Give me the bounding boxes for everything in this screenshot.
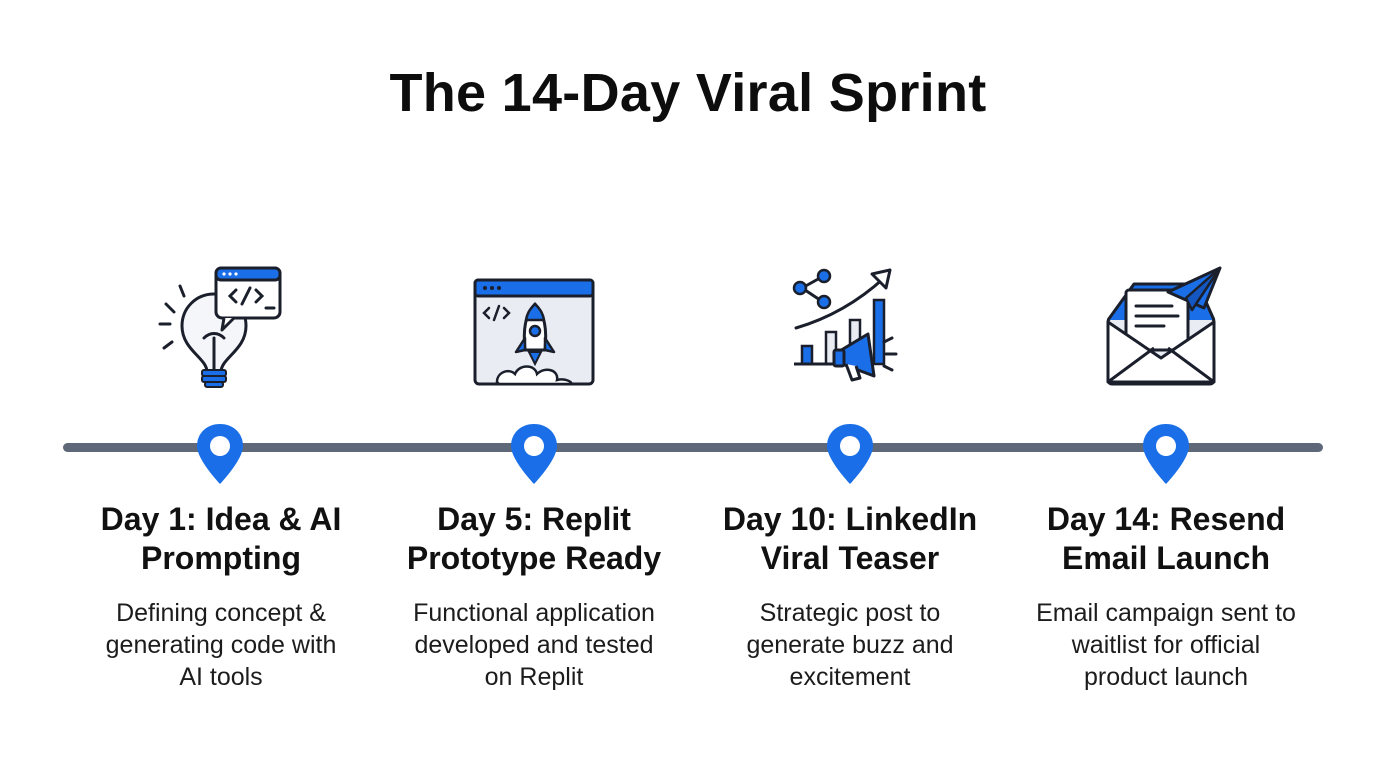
step-description-line: product launch <box>1083 663 1248 691</box>
step-title: Day 1: Idea & AI Prompting <box>71 500 371 578</box>
step-description-line: waitlist for official <box>1071 631 1261 659</box>
step-description: Functional application developed and tes… <box>384 597 684 693</box>
step-title-line: Prototype Ready <box>406 540 662 576</box>
lightbulb-code-icon <box>152 262 292 402</box>
step-description: Strategic post to generate buzz and exci… <box>700 597 1000 693</box>
step-title-line: Day 1: Idea & AI <box>100 501 342 537</box>
step-description-line: developed and tested <box>414 631 654 659</box>
step-title-line: Day 10: LinkedIn <box>722 501 978 537</box>
step-title-line: Day 5: Replit <box>437 501 631 537</box>
step-description: Email campaign sent to waitlist for offi… <box>1016 597 1316 693</box>
step-title-line: Viral Teaser <box>760 540 940 576</box>
step-description-line: Email campaign sent to <box>1036 599 1296 627</box>
timeline-pin-marker <box>508 422 560 486</box>
step-title: Day 10: LinkedIn Viral Teaser <box>700 500 1000 578</box>
step-title-line: Day 14: Resend <box>1046 501 1286 537</box>
timeline-pin-marker <box>1140 422 1192 486</box>
step-title-line: Email Launch <box>1061 540 1271 576</box>
step-description-line: on Replit <box>484 663 584 691</box>
step-description: Defining concept & generating code with … <box>71 597 371 693</box>
step-title: Day 14: Resend Email Launch <box>1016 500 1316 578</box>
browser-rocket-icon <box>465 268 605 408</box>
step-description-line: Functional application <box>413 599 655 627</box>
step-title-line: Prompting <box>141 540 301 576</box>
timeline-line <box>63 443 1323 452</box>
page-title: The 14-Day Viral Sprint <box>389 63 987 123</box>
step-description-line: generate buzz and <box>746 631 954 659</box>
step-description-line: Defining concept & <box>116 599 326 627</box>
step-description-line: AI tools <box>179 663 263 691</box>
step-title: Day 5: Replit Prototype Ready <box>384 500 684 578</box>
growth-megaphone-icon <box>780 258 920 398</box>
step-description-line: excitement <box>789 663 911 691</box>
timeline-pin-marker <box>194 422 246 486</box>
email-paper-plane-icon <box>1098 262 1238 402</box>
step-description-line: generating code with <box>105 631 337 659</box>
step-description-line: Strategic post to <box>759 599 941 627</box>
timeline-pin-marker <box>824 422 876 486</box>
